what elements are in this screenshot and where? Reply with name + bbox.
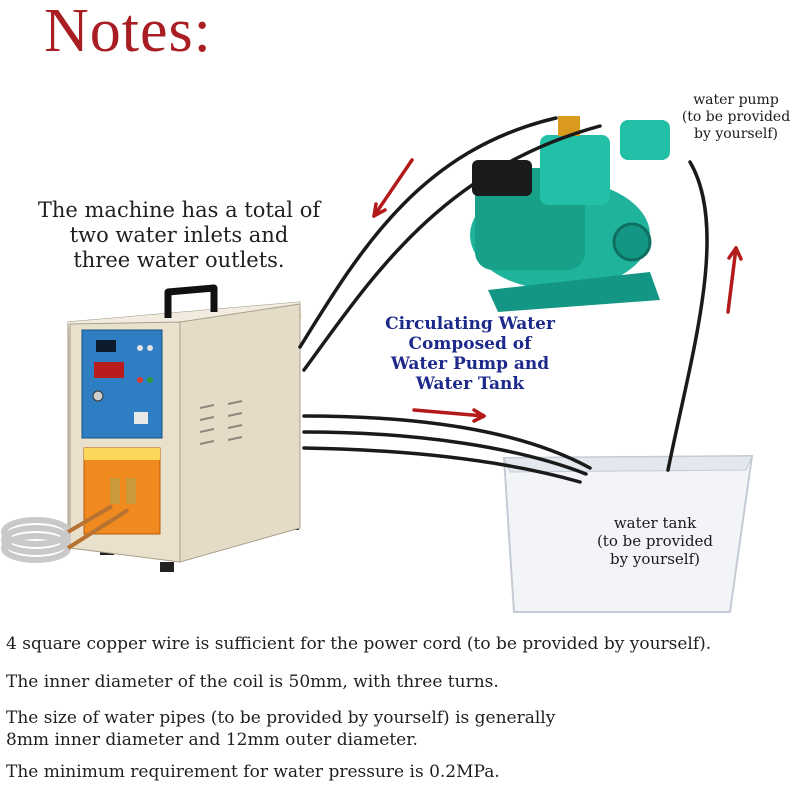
- machine-description-line: two water inlets and: [69, 223, 289, 247]
- note-pipe-size: The size of water pipes (to be provided …: [6, 708, 556, 728]
- water-tank-label-line: (to be provided: [596, 532, 714, 550]
- adjust-knob: [92, 390, 104, 402]
- flow-arrows: [372, 158, 743, 423]
- note-coil-diameter: The inner diameter of the coil is 50mm, …: [6, 672, 499, 692]
- output-panel: [83, 447, 161, 535]
- flow-arrow-right: [412, 408, 486, 418]
- water-hoses: [298, 116, 709, 484]
- machine-description: The machine has a total of two water inl…: [14, 198, 344, 273]
- display-screen: [94, 362, 124, 378]
- heating-coil: [1, 504, 130, 563]
- flow-arrow-up: [726, 246, 738, 314]
- water-pump-label-line: by yourself): [694, 126, 778, 142]
- circulating-water-label: Circulating Water Composed of Water Pump…: [370, 314, 570, 394]
- pump-inlet-cap: [558, 116, 580, 136]
- machine-description-line: three water outlets.: [73, 248, 285, 272]
- copper-terminal: [110, 478, 120, 504]
- water-tank-label-line: by yourself): [610, 550, 700, 568]
- note-power-cord: 4 square copper wire is sufficient for t…: [6, 634, 712, 654]
- pump-terminal-box: [472, 160, 532, 196]
- hose-tank-to-pump: [666, 160, 709, 472]
- flow-arrow-down: [372, 158, 414, 218]
- water-pump: [470, 116, 670, 312]
- water-tank: [502, 454, 754, 613]
- circulating-label-line: Water Tank: [415, 374, 525, 394]
- note-water-pressure: The minimum requirement for water pressu…: [6, 762, 500, 782]
- hose-pump-to-machine-1: [298, 116, 558, 349]
- switch: [134, 412, 148, 424]
- hose-machine-to-tank-3: [302, 446, 582, 484]
- hose-pump-to-machine-2: [302, 124, 602, 372]
- circulating-label-line: Circulating Water: [385, 314, 555, 334]
- hose-machine-to-tank-1: [302, 414, 592, 470]
- machine-description-line: The machine has a total of: [37, 198, 321, 222]
- circulating-label-line: Water Pump and: [390, 354, 550, 374]
- hose-machine-to-tank-2: [302, 430, 588, 476]
- power-indicator: [96, 340, 116, 352]
- circulating-label-line: Composed of: [408, 334, 532, 354]
- water-pump-label-line: (to be provided: [681, 109, 791, 125]
- note-pipe-size-cont: 8mm inner diameter and 12mm outer diamet…: [6, 730, 418, 750]
- water-tank-label: water tank (to be provided by yourself): [580, 514, 730, 568]
- carry-handle: [164, 284, 218, 318]
- side-vents: [199, 400, 243, 445]
- machine-foot: [160, 562, 174, 572]
- induction-heater-machine: [1, 284, 302, 572]
- water-pump-label-line: water pump: [693, 92, 779, 108]
- water-tank-label-line: water tank: [613, 514, 697, 532]
- water-pump-label: water pump (to be provided by yourself): [670, 92, 800, 143]
- copper-terminal: [126, 478, 136, 504]
- page-title: Notes:: [44, 0, 212, 65]
